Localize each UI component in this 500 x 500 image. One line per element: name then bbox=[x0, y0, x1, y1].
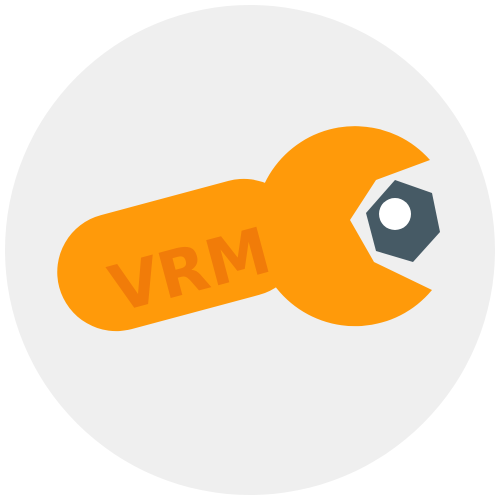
nut-icon bbox=[366, 180, 440, 262]
wrench-head bbox=[255, 126, 432, 327]
wrench-icon bbox=[57, 126, 432, 332]
wrench-handle bbox=[57, 178, 303, 332]
nut-hole bbox=[379, 198, 411, 230]
